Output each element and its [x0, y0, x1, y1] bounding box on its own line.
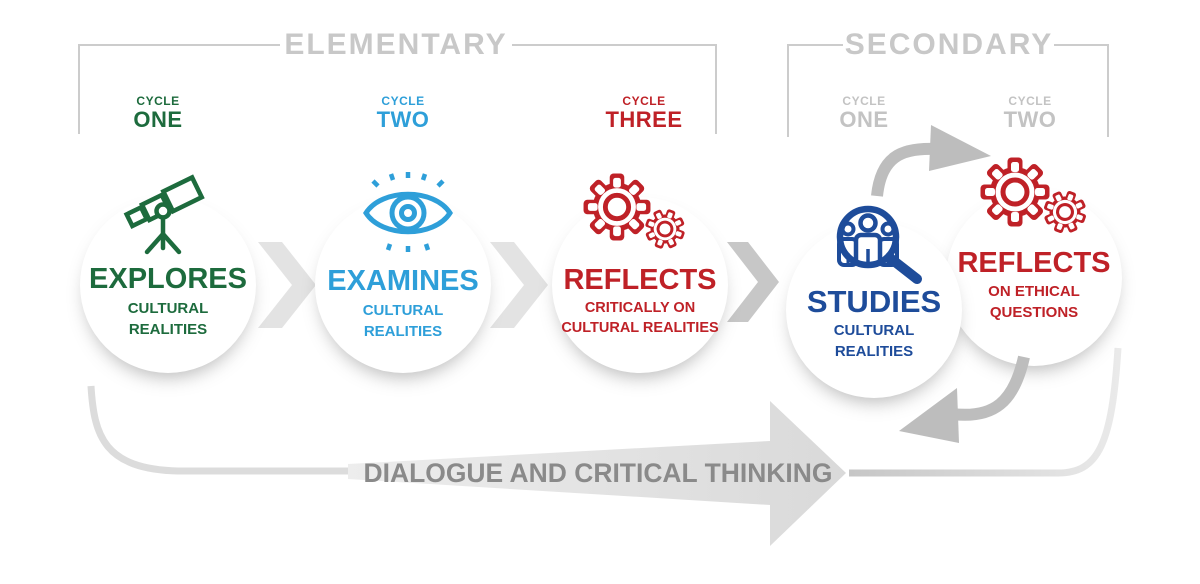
gears-icon [973, 152, 1093, 246]
elementary-bracket-line-right [512, 44, 717, 46]
secondary-bracket-line-left [787, 44, 843, 46]
cycle-label-secondary-two: CYCLE TWO [1003, 94, 1057, 132]
people-magnifier-icon [836, 205, 922, 284]
stage-title: EXPLORES [89, 263, 247, 295]
stage-subtitle: CULTURAL REALITIES [362, 302, 444, 340]
cycle-label-elementary-three: CYCLE THREE [605, 94, 683, 132]
stage-subtitle: ON ETHICAL QUESTIONS [988, 283, 1080, 321]
chevron-right-icon [727, 242, 779, 322]
secondary-title: SECONDARY [844, 28, 1054, 61]
cycle-label-elementary-one: CYCLE ONE [133, 94, 183, 132]
elementary-title: ELEMENTARY [284, 28, 508, 61]
stage-subtitle: CULTURAL REALITIES [127, 300, 209, 338]
stage-title: REFLECTS [563, 264, 717, 296]
telescope-icon [123, 174, 205, 255]
stage-subtitle: CULTURAL REALITIES [833, 322, 915, 360]
stage-title: REFLECTS [957, 247, 1111, 279]
stage-title: EXAMINES [327, 265, 479, 297]
gears-icon [575, 163, 687, 255]
stage-title: STUDIES [806, 284, 942, 319]
secondary-bracket-line-right [1054, 44, 1109, 46]
dialogue-arrow-tail-line [87, 385, 348, 475]
chevron-right-icon [490, 242, 548, 328]
cycle-label-elementary-two: CYCLE TWO [376, 94, 430, 132]
secondary-bracket-tick-left [787, 44, 789, 137]
dialogue-arrow-body [348, 401, 846, 546]
stage-subtitle: CRITICALLY ON CULTURAL REALITIES [561, 300, 719, 337]
eye-icon [363, 172, 453, 252]
dialogue-arrow-label: DIALOGUE AND CRITICAL THINKING [363, 458, 833, 488]
secondary-bracket-tick-right [1107, 44, 1109, 137]
cycle-label-secondary-one: CYCLE ONE [839, 94, 889, 132]
dialogue-arrow-continuation-line [849, 347, 1122, 477]
elementary-bracket-line-left [78, 44, 280, 46]
elementary-bracket-tick-left [78, 44, 80, 134]
chevron-right-icon [258, 242, 316, 328]
stage-circle-explores [80, 197, 256, 373]
elementary-bracket-tick-right [715, 44, 717, 134]
